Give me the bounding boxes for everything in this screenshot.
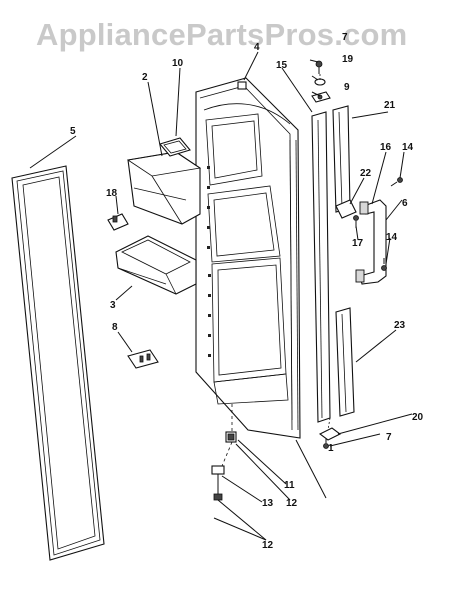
callout-17: 17: [352, 238, 364, 249]
callout-14-top: 14: [402, 142, 414, 153]
callout-20: 20: [412, 412, 424, 423]
screw-7-top: [315, 60, 323, 74]
bracket-part: [127, 349, 159, 369]
screws-group: [211, 60, 403, 501]
lower-trim-part: [335, 307, 355, 417]
callout-22: 22: [360, 168, 372, 179]
top-clip-part: [237, 81, 247, 90]
callout-7-top: 7: [342, 32, 348, 43]
callout-15: 15: [276, 60, 288, 71]
callout-labels: 1 2 3 4 5 6 7 7 8 9 10 11 12 12 13 14 14…: [70, 32, 424, 551]
callout-21: 21: [384, 100, 396, 111]
upper-trim-part: [332, 105, 351, 213]
callout-18: 18: [106, 188, 118, 199]
callout-7-bottom: 7: [386, 432, 392, 443]
screw-14-top: [390, 177, 403, 187]
callout-14-bottom: 14: [386, 232, 398, 243]
callout-6: 6: [402, 198, 408, 209]
callout-8: 8: [112, 322, 118, 333]
upper-door-bin-part: [126, 151, 202, 225]
leader-lines: [29, 51, 413, 541]
callout-2: 2: [142, 72, 148, 83]
screw-7-bottom: [323, 438, 329, 449]
callout-1: 1: [328, 443, 334, 454]
hinge-axis-lines: [221, 74, 331, 467]
callout-16: 16: [380, 142, 392, 153]
callout-3: 3: [110, 300, 116, 311]
bin-cap-part: [159, 137, 191, 157]
callout-11: 11: [284, 480, 295, 491]
door-handle-part: [355, 199, 387, 285]
hinge-pin-9: [311, 91, 331, 103]
callout-9: 9: [344, 82, 350, 93]
bushing-11: [225, 431, 237, 443]
hinge-bracket-part: [335, 199, 357, 219]
bin-clip-part: [107, 213, 129, 231]
lower-door-bin-part: [115, 235, 197, 295]
watermark-text: AppliancePartsPros.com: [36, 17, 407, 52]
callout-12-lower: 12: [262, 540, 274, 551]
cam-13: [211, 465, 225, 501]
callout-10: 10: [172, 58, 184, 69]
callout-13: 13: [262, 498, 274, 509]
callout-5: 5: [70, 126, 76, 137]
callout-4: 4: [254, 42, 260, 53]
screw-14-bottom: [381, 258, 387, 271]
door-trim-strip-part: [311, 111, 331, 423]
door-panel-part: [195, 77, 301, 439]
door-gasket-part: [11, 165, 105, 561]
hinge-plate-20: [318, 427, 342, 441]
door-side-holes: [207, 166, 211, 357]
callout-23: 23: [394, 320, 406, 331]
callout-19: 19: [342, 54, 354, 65]
callout-12-upper: 12: [286, 498, 298, 509]
